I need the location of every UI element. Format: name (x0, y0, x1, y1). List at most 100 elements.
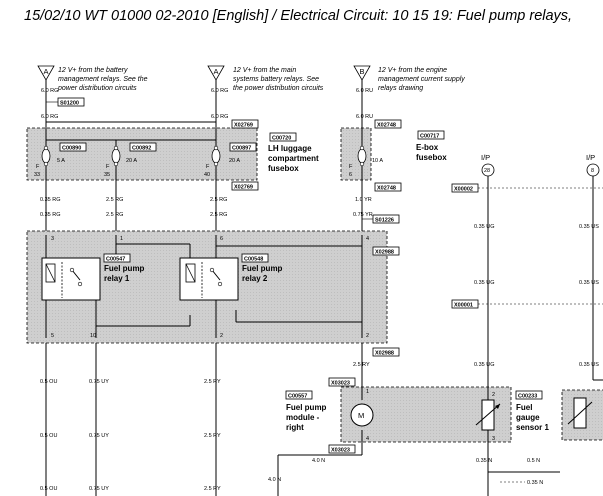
wire-label: 6.0 RG (41, 88, 58, 94)
fuse-f33: 5 A F 33 (34, 145, 65, 178)
relay-1 (41, 257, 101, 301)
svg-text:X00001: X00001 (454, 303, 473, 309)
wire-label: 2.5 RG (210, 197, 227, 203)
ip-connector-28: I/P 28 (481, 153, 495, 177)
connector-tag-x02988-top: X02988 (372, 246, 400, 256)
pin-label: 10 (90, 333, 96, 339)
connector-tag-s01226: S01226 (372, 214, 400, 224)
connector-tag-c00233: C00233 (515, 390, 543, 400)
svg-text:X02769: X02769 (234, 185, 253, 191)
wire-label: 2.5 RG (210, 212, 227, 218)
svg-text:28: 28 (484, 168, 490, 174)
source-a2: A 12 V+ from the main systems battery re… (207, 65, 324, 92)
wire-label: 0.35 US (579, 224, 599, 230)
source-a2-note-3: the power distribution circuits (233, 85, 324, 92)
wire-label: 0.35 N (527, 480, 543, 486)
connector-tag-x02769-top: X02769 (231, 119, 259, 129)
wire-label: 0.35 UG (474, 362, 494, 368)
connector-tag-c00548: C00548 (241, 253, 269, 263)
document-header: 15/02/10 WT 01000 02-2010 [English] / El… (24, 8, 573, 24)
svg-text:C00233: C00233 (518, 394, 537, 400)
wire-label: 0.75 UY (89, 433, 109, 439)
connector-tag-x02748-top: X02748 (374, 119, 402, 129)
wire-label: 0.35 N (476, 458, 492, 464)
pin-label: 1 (120, 236, 123, 242)
source-a2-letter: A (214, 67, 219, 76)
relay1-label-2: relay 1 (104, 274, 130, 283)
relay2-label-1: Fuel pump (242, 264, 283, 273)
connector-tag-x00002: X00002 (451, 183, 479, 193)
fusebox2-label-2: fusebox (416, 153, 447, 162)
connector-tag-c00890: C00890 (59, 142, 87, 152)
source-a1-note-3: power distribution circuits (57, 85, 137, 92)
pin-label: 5 (51, 333, 54, 339)
svg-text:8: 8 (591, 168, 594, 174)
wire-label: 0.35 US (579, 280, 599, 286)
fusebox1-label-1: LH luggage (268, 144, 312, 153)
connector-tag-x03023-top: X03023 (328, 377, 356, 387)
svg-text:X00002: X00002 (454, 187, 473, 193)
wire-label: 1.0 YR (355, 197, 372, 203)
fusebox2-panel (340, 127, 372, 181)
wire-label: 2.5 RY (204, 379, 221, 385)
wire-label: 2.5 RY (204, 486, 221, 492)
wire-label: 0.35 US (579, 362, 599, 368)
wire-label: 0.75 YR (353, 212, 373, 218)
wire-label: 0.5 OU (40, 433, 57, 439)
wire-label: 0.35 UG (474, 280, 494, 286)
fuse-f35: 20 A F 35 (104, 145, 137, 178)
wire-label: 4.0 N (312, 458, 325, 464)
svg-text:20 A: 20 A (126, 158, 137, 164)
svg-text:I/P: I/P (481, 153, 490, 162)
sensor-label-2: gauge (516, 413, 540, 422)
pin-label: 2 (366, 333, 369, 339)
connector-tag-x02748-bottom: X02748 (374, 182, 402, 192)
connector-tag-c00892: C00892 (129, 142, 157, 152)
pump-label-3: right (286, 423, 304, 432)
svg-text:35: 35 (104, 172, 110, 178)
wire-label: 0.35 UG (474, 224, 494, 230)
svg-text:S01200: S01200 (60, 101, 79, 107)
pin-label: 2 (492, 392, 495, 398)
pin-label: 3 (492, 436, 495, 442)
source-a1-letter: A (44, 67, 49, 76)
fusebox1-label-3: fusebox (268, 164, 299, 173)
pin-label: 3 (51, 236, 54, 242)
wire-label: 0.5 N (527, 458, 540, 464)
wire-label: 0.75 UY (89, 379, 109, 385)
mid-wires (45, 180, 217, 235)
source-b-note-3: relays drawing (378, 85, 423, 92)
wire-label: 6.0 RG (211, 114, 228, 120)
pin-label: 2 (220, 333, 223, 339)
connector-tag-x03023-bottom: X03023 (328, 444, 356, 454)
source-b-letter: B (360, 67, 365, 76)
fusebox1-panel (26, 127, 258, 181)
wire-label: 0.75 UY (89, 486, 109, 492)
fuse-f6: 10 A F 6 (349, 145, 383, 178)
svg-text:X03023: X03023 (331, 448, 350, 454)
svg-text:C00717: C00717 (420, 134, 439, 140)
wire-label: 6.0 RG (41, 114, 58, 120)
svg-text:C00892: C00892 (132, 146, 151, 152)
wire-label: 2.5 RY (353, 362, 370, 368)
svg-text:M: M (358, 411, 364, 420)
connector-tag-c00897: C00897 (229, 142, 257, 152)
connector-tag-c00717: C00717 (417, 130, 445, 140)
svg-text:10 A: 10 A (372, 158, 383, 164)
wire-label: 4.0 N (268, 477, 281, 483)
source-a1-note-2: management relays. See the (58, 76, 148, 83)
pin-label: 6 (220, 236, 223, 242)
svg-text:X02748: X02748 (377, 186, 396, 192)
wire-label: 0.5 OU (40, 486, 57, 492)
svg-text:X02769: X02769 (234, 123, 253, 129)
relay-2 (179, 257, 239, 301)
source-b-note-2: management current supply (378, 76, 465, 83)
connector-tag-c00547: C00547 (103, 253, 131, 263)
svg-text:X02748: X02748 (377, 123, 396, 129)
connector-tag-x00001: X00001 (451, 299, 479, 309)
pin-label: 4 (366, 236, 369, 242)
connector-tag-x02769-bottom: X02769 (231, 181, 259, 191)
relay2-label-2: relay 2 (242, 274, 268, 283)
svg-text:X02988: X02988 (375, 250, 394, 256)
